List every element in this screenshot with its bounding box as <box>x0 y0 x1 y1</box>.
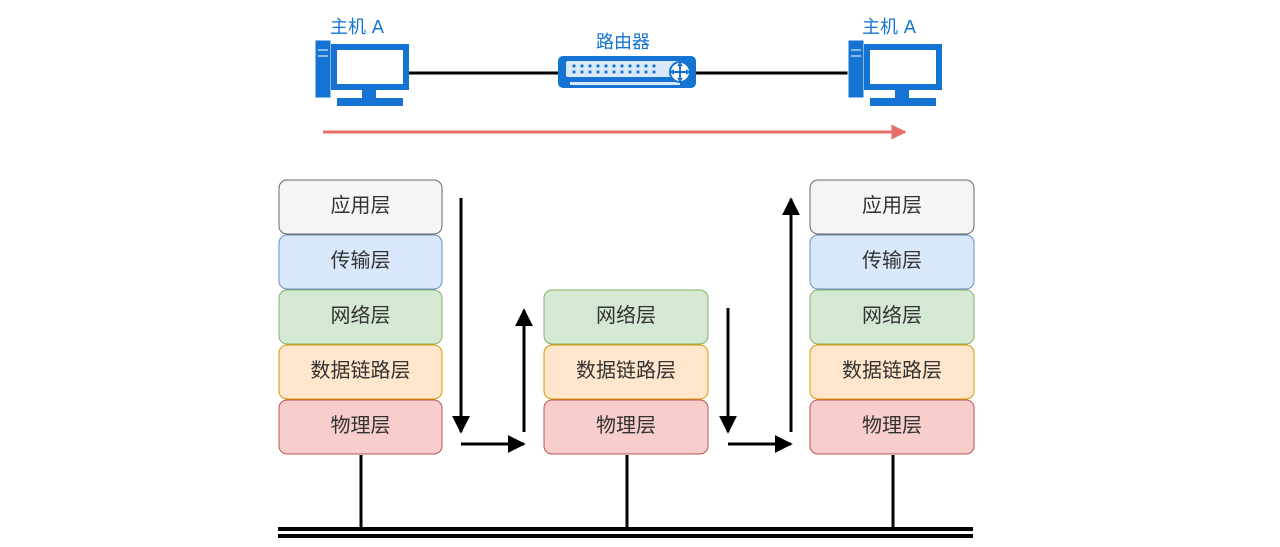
left-physical-layer-label: 物理层 <box>331 413 391 437</box>
host-left-label: 主机 A <box>330 17 385 38</box>
right-physical-layer-label: 物理层 <box>862 413 922 437</box>
host-right-label: 主机 A <box>862 17 917 38</box>
router-icon <box>558 56 696 88</box>
left-network-layer-label: 网络层 <box>331 303 391 327</box>
host-left-computer-icon <box>314 39 409 106</box>
left-network-layer-box <box>278 289 443 345</box>
left-transport-layer-box <box>278 234 443 290</box>
middle-physical-layer-label: 物理层 <box>596 413 656 437</box>
left-transport-layer-label: 传输层 <box>331 248 391 272</box>
left-data-link-layer-box <box>278 344 443 400</box>
left-data-link-layer-label: 数据链路层 <box>311 358 411 382</box>
middle-physical-layer-box <box>543 399 709 455</box>
right-protocol-stack: 应用层 传输层 网络层 数据链路层 物理层 <box>809 179 975 455</box>
left-application-layer-box <box>278 179 443 235</box>
left-physical-layer-box <box>278 399 443 455</box>
right-physical-layer-box <box>809 399 975 455</box>
middle-protocol-stack: 网络层 数据链路层 物理层 <box>543 289 709 455</box>
right-application-layer-label: 应用层 <box>862 193 922 217</box>
right-network-layer-label: 网络层 <box>862 303 922 327</box>
right-application-layer-box <box>809 179 975 235</box>
middle-data-link-layer-box <box>543 344 709 400</box>
right-network-layer-box <box>809 289 975 345</box>
right-transport-layer-label: 传输层 <box>862 248 922 272</box>
host-right-computer-icon <box>847 39 942 106</box>
router-label: 路由器 <box>596 32 650 53</box>
left-application-layer-label: 应用层 <box>331 193 391 217</box>
right-data-link-layer-label: 数据链路层 <box>842 358 942 382</box>
left-protocol-stack: 应用层 传输层 网络层 数据链路层 物理层 <box>278 179 443 455</box>
middle-data-link-layer-label: 数据链路层 <box>576 358 676 382</box>
right-data-link-layer-box <box>809 344 975 400</box>
middle-network-layer-label: 网络层 <box>596 303 656 327</box>
right-transport-layer-box <box>809 234 975 290</box>
middle-network-layer-box <box>543 289 709 345</box>
